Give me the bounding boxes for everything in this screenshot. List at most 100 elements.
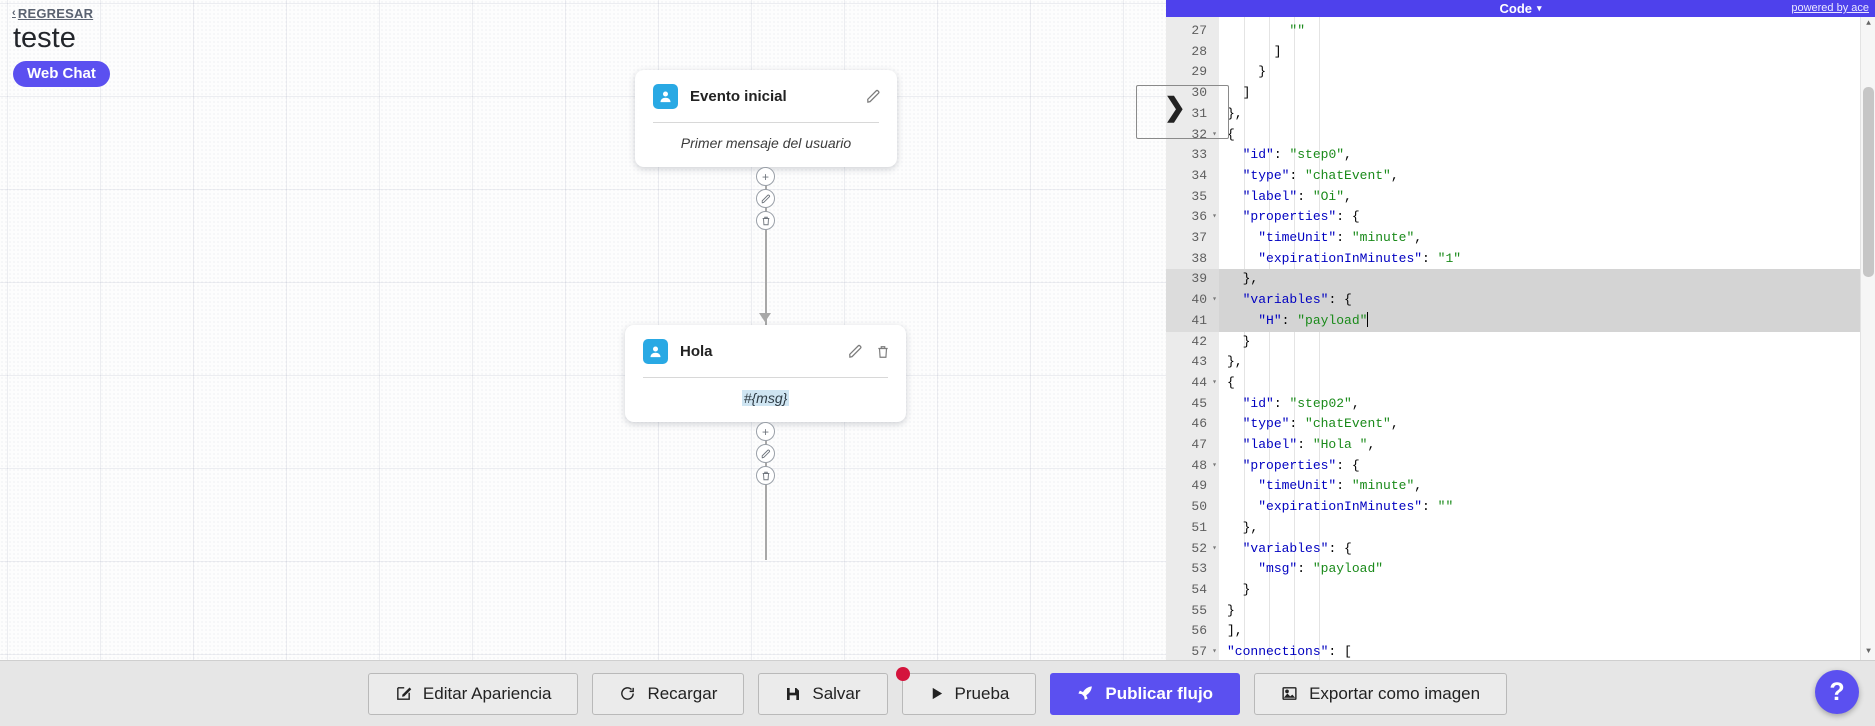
fold-toggle-icon[interactable]: ▾ bbox=[1212, 647, 1217, 657]
fold-toggle-icon[interactable]: ▾ bbox=[1212, 460, 1217, 470]
fold-toggle-icon[interactable]: ▾ bbox=[1212, 295, 1217, 305]
line-number[interactable]: 49 bbox=[1191, 478, 1207, 494]
publicar-flujo-button[interactable]: Publicar flujo bbox=[1050, 672, 1241, 715]
code-line[interactable]: ] bbox=[1227, 85, 1251, 101]
code-line[interactable]: }, bbox=[1227, 354, 1243, 370]
line-number[interactable]: 33 bbox=[1191, 147, 1207, 163]
code-line[interactable]: "label": "Oi", bbox=[1242, 188, 1352, 204]
code-line[interactable]: "expirationInMinutes": "" bbox=[1258, 499, 1454, 515]
line-number[interactable]: 29 bbox=[1191, 64, 1207, 80]
code-line[interactable]: "H": "payload" bbox=[1219, 310, 1875, 332]
line-number[interactable]: 48▾ bbox=[1166, 456, 1219, 477]
line-number[interactable]: 50 bbox=[1191, 499, 1207, 515]
editor-scrollbar[interactable]: ▲ ▼ bbox=[1860, 17, 1875, 660]
flow-canvas[interactable]: ‹ REGRESAR teste Web Chat Evento inicial bbox=[0, 0, 1166, 660]
line-number[interactable]: 44▾ bbox=[1166, 373, 1219, 394]
code-line[interactable]: ] bbox=[1227, 43, 1282, 59]
fold-toggle-icon[interactable]: ▾ bbox=[1212, 377, 1217, 387]
code-line[interactable]: "variables": { bbox=[1219, 290, 1875, 311]
line-number[interactable]: 53 bbox=[1191, 561, 1207, 577]
edit-pencil-icon[interactable] bbox=[866, 89, 881, 104]
scroll-up-icon[interactable]: ▲ bbox=[1866, 19, 1871, 29]
code-line[interactable]: "label": "Hola ", bbox=[1242, 437, 1376, 453]
line-number[interactable]: 32▾ bbox=[1166, 125, 1219, 146]
fold-toggle-icon[interactable]: ▾ bbox=[1212, 212, 1217, 222]
add-step-icon[interactable]: + bbox=[756, 422, 775, 441]
line-number[interactable]: 31 bbox=[1191, 105, 1207, 121]
line-number[interactable]: 36▾ bbox=[1166, 207, 1219, 228]
line-number[interactable]: 37 bbox=[1191, 230, 1207, 246]
edit-step-icon[interactable] bbox=[756, 444, 775, 463]
code-line[interactable]: "id": "step0", bbox=[1242, 147, 1352, 163]
code-line[interactable]: }, bbox=[1227, 105, 1243, 121]
line-number[interactable]: 43 bbox=[1191, 354, 1207, 370]
line-number[interactable]: 42 bbox=[1191, 333, 1207, 349]
code-line[interactable]: "variables": { bbox=[1242, 540, 1352, 556]
delete-step-icon[interactable] bbox=[756, 466, 775, 485]
line-number[interactable]: 30 bbox=[1191, 85, 1207, 101]
line-number[interactable]: 35 bbox=[1191, 188, 1207, 204]
line-number[interactable]: 28 bbox=[1191, 43, 1207, 59]
recargar-button[interactable]: Recargar bbox=[592, 672, 745, 715]
code-dropdown[interactable]: Code ▾ bbox=[1499, 1, 1541, 16]
code-line[interactable]: "expirationInMinutes": "1" bbox=[1258, 250, 1462, 266]
line-number[interactable]: 57▾ bbox=[1166, 642, 1219, 660]
code-line[interactable]: }, bbox=[1219, 269, 1875, 291]
code-line[interactable]: "connections": [ bbox=[1227, 644, 1352, 660]
prueba-button[interactable]: Prueba bbox=[895, 666, 1037, 715]
line-number[interactable]: 54 bbox=[1191, 581, 1207, 597]
salvar-button[interactable]: Salvar bbox=[758, 672, 888, 715]
add-step-icon[interactable]: + bbox=[756, 167, 775, 186]
code-line[interactable]: } bbox=[1227, 581, 1251, 597]
edit-pencil-icon[interactable] bbox=[848, 344, 863, 359]
line-number[interactable]: 56 bbox=[1191, 623, 1207, 639]
exportar-como-imagen-button[interactable]: Exportar como imagen bbox=[1254, 672, 1508, 715]
code-line[interactable]: }, bbox=[1227, 519, 1259, 535]
code-line[interactable]: } bbox=[1227, 333, 1251, 349]
fold-toggle-icon[interactable]: ▾ bbox=[1212, 543, 1217, 553]
help-button[interactable]: ? bbox=[1815, 670, 1859, 714]
editar-apariencia-button[interactable]: Editar Apariencia bbox=[367, 672, 579, 715]
line-number[interactable]: 38 bbox=[1191, 250, 1207, 266]
node-1-action-stack[interactable]: + bbox=[756, 167, 775, 230]
line-number[interactable]: 46 bbox=[1191, 416, 1207, 432]
code-line[interactable]: "" bbox=[1289, 23, 1306, 38]
fold-chevron-icon[interactable]: ❯ bbox=[1164, 92, 1186, 122]
line-number[interactable]: 52▾ bbox=[1166, 539, 1219, 560]
code-line[interactable]: "properties": { bbox=[1242, 209, 1360, 225]
code-line[interactable]: "timeUnit": "minute", bbox=[1258, 478, 1423, 494]
code-line[interactable]: } bbox=[1227, 64, 1267, 80]
code-line[interactable]: "type": "chatEvent", bbox=[1242, 416, 1399, 432]
code-line[interactable]: "timeUnit": "minute", bbox=[1258, 230, 1423, 246]
fold-toggle-icon[interactable]: ▾ bbox=[1212, 129, 1217, 139]
code-line[interactable]: "properties": { bbox=[1242, 457, 1360, 473]
back-link[interactable]: ‹ REGRESAR bbox=[12, 6, 93, 21]
code-line[interactable]: { bbox=[1227, 126, 1235, 142]
code-text-area[interactable]: "" ] } ]}, { "id": "step0", "type": "chat… bbox=[1219, 17, 1875, 660]
scrollbar-thumb[interactable] bbox=[1863, 87, 1874, 277]
line-number[interactable]: 51 bbox=[1191, 519, 1207, 535]
line-number[interactable]: 40▾ bbox=[1166, 290, 1219, 311]
code-line[interactable]: "type": "chatEvent", bbox=[1242, 167, 1399, 183]
delete-trash-icon[interactable] bbox=[876, 345, 890, 359]
line-number[interactable]: 39 bbox=[1166, 269, 1219, 291]
flow-node-hola[interactable]: Hola #{msg} bbox=[625, 325, 906, 422]
line-number[interactable]: 47 bbox=[1191, 437, 1207, 453]
line-number[interactable]: 34 bbox=[1191, 167, 1207, 183]
scroll-down-icon[interactable]: ▼ bbox=[1866, 647, 1871, 657]
code-line[interactable]: "id": "step02", bbox=[1242, 395, 1360, 411]
node-2-action-stack[interactable]: + bbox=[756, 422, 775, 485]
edit-step-icon[interactable] bbox=[756, 189, 775, 208]
line-number[interactable]: 41 bbox=[1166, 310, 1219, 332]
line-number[interactable]: 55 bbox=[1191, 602, 1207, 618]
code-line[interactable]: } bbox=[1227, 602, 1235, 618]
line-number[interactable]: 45 bbox=[1191, 395, 1207, 411]
line-number[interactable]: 27 bbox=[1191, 23, 1207, 38]
code-line[interactable]: "msg": "payload" bbox=[1258, 561, 1384, 577]
code-line[interactable]: ], bbox=[1227, 623, 1243, 639]
powered-by-ace-link[interactable]: powered by ace bbox=[1791, 2, 1869, 14]
code-line[interactable]: { bbox=[1227, 374, 1235, 390]
delete-step-icon[interactable] bbox=[756, 211, 775, 230]
flow-node-evento-inicial[interactable]: Evento inicial Primer mensaje del usuari… bbox=[635, 70, 897, 167]
